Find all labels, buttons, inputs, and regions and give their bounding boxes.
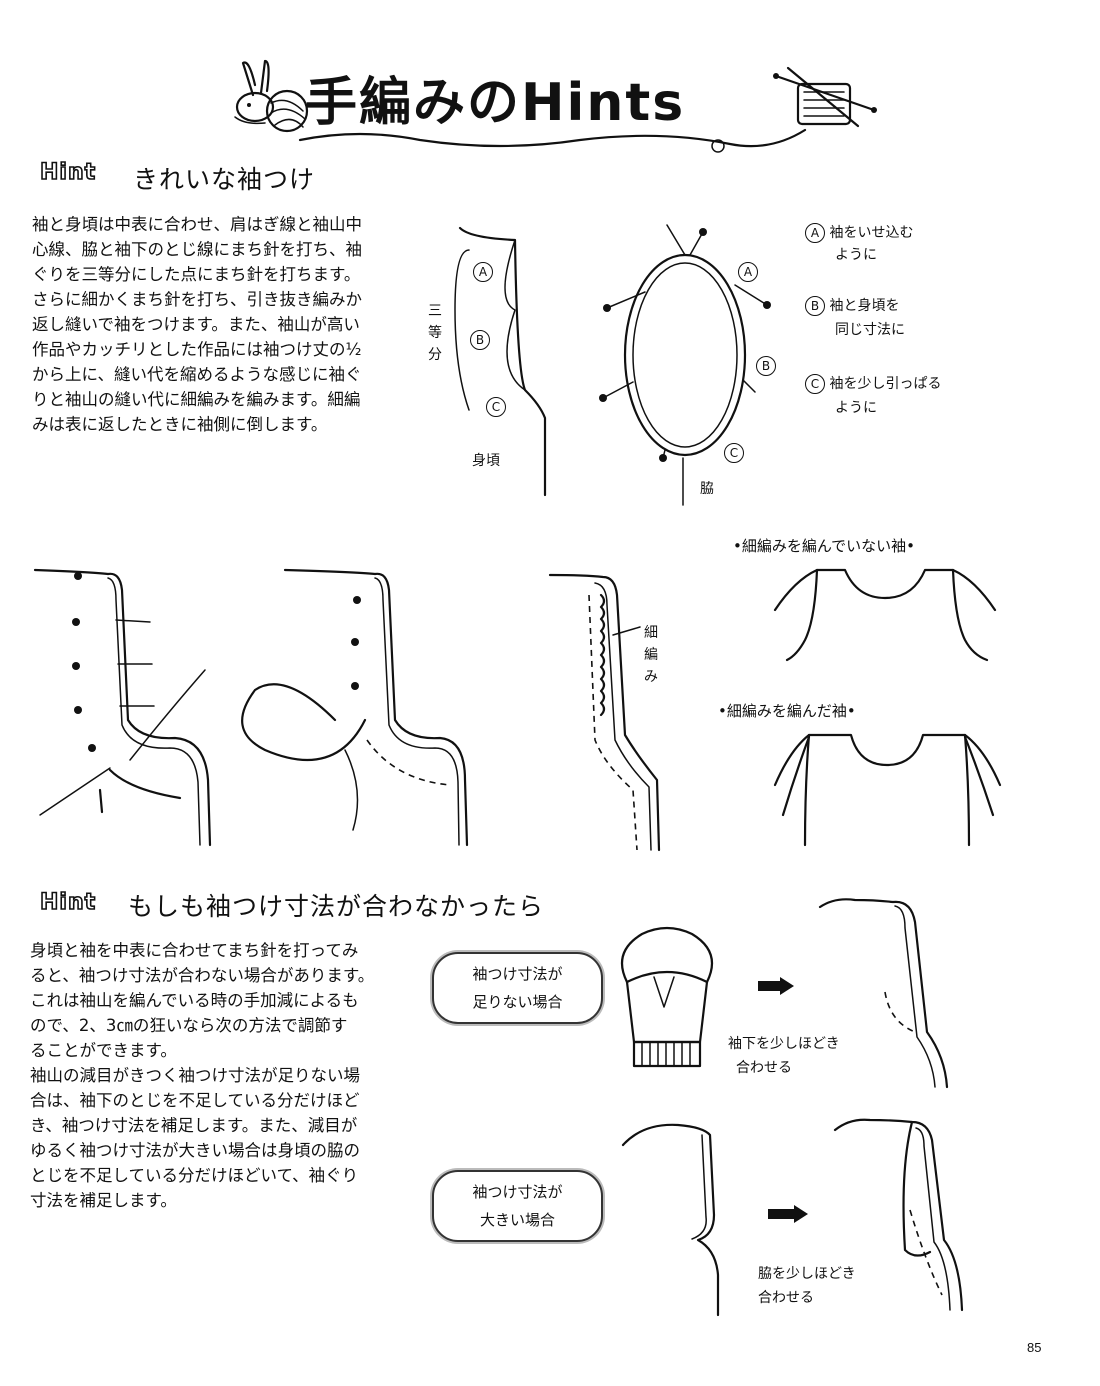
section2-body: 身頃と袖を中表に合わせてまち針を打ってみ ると、袖つけ寸法が合わない場合がありま…: [30, 938, 430, 1213]
knitting-needles-icon: [768, 66, 883, 136]
section-title: きれいな袖つけ: [133, 160, 315, 196]
body-line: ので、2、3㎝の狂いなら次の方法で調節す: [30, 1013, 430, 1038]
single-crochet-label: 細編み: [644, 622, 662, 688]
legend-b: B 袖と身頃を 同じ寸法に: [805, 294, 905, 342]
body-line: これは袖山を編んでいる時の手加減によるも: [30, 988, 430, 1013]
body-line: 袖山の減目がきつく袖つけ寸法が足りない場: [30, 1063, 430, 1088]
vertical-label: 三等分: [428, 300, 444, 366]
shirt-without-sc: [775, 560, 995, 690]
legend-c: C 袖を少し引っぱる ように: [805, 372, 941, 420]
armhole-thirds-diagram: [425, 220, 575, 500]
shirt-with-sc: [775, 725, 1000, 855]
case2-bodice-diagram: [618, 1115, 728, 1315]
body-line: とじを不足している分だけほどいて、袖ぐり: [30, 1163, 430, 1188]
sleeve-cap-diagram: [612, 922, 722, 1072]
case2-pill: 袖つけ寸法が 大きい場合: [432, 1170, 603, 1242]
mark-c: C: [486, 397, 506, 417]
title-underline-yarn: [300, 118, 820, 158]
body-line: 身頃と袖を中表に合わせてまち針を打ってみ: [30, 938, 430, 963]
case2-note: 脇を少しほどき 合わせる: [758, 1262, 856, 1310]
body-line: 返し縫いで袖をつけます。また、袖山が高い: [32, 312, 422, 337]
body-line: さらに細かくまち針を打ち、引き抜き編みか: [32, 287, 422, 312]
compare-with-label: •細編みを編んだ袖•: [718, 700, 856, 721]
body-line: 作品やカッチリとした作品には袖つけ丈の½: [32, 337, 422, 362]
case1-pill: 袖つけ寸法が 足りない場合: [432, 952, 603, 1024]
body-line: 心線、脇と袖下のとじ線にまち針を打ち、袖: [32, 237, 422, 262]
hint-badge: Hint: [40, 160, 96, 185]
step1-crochet-diagram: [30, 560, 220, 850]
side-label: 脇: [700, 478, 714, 498]
mark-a: A: [473, 262, 493, 282]
step2-stitch-diagram: [225, 560, 475, 850]
hint-badge: Hint: [40, 890, 96, 915]
body-line: き、袖つけ寸法を補足します。また、減目が: [30, 1113, 430, 1138]
section-title: もしも袖つけ寸法が合わなかったら: [128, 887, 544, 923]
mark-b: B: [470, 330, 490, 350]
page-number: 85: [1027, 1340, 1041, 1355]
arrow-right-icon: [768, 1205, 808, 1223]
body-line: みは表に返したときに袖側に倒します。: [32, 412, 422, 437]
body-line: ることができます。: [30, 1038, 430, 1063]
mark-a: A: [738, 262, 758, 282]
body-line: から上に、縫い代を縮めるような感じに袖ぐ: [32, 362, 422, 387]
step3-single-crochet-diagram: [545, 565, 675, 855]
compare-without-label: •細編みを編んでいない袖•: [733, 535, 915, 556]
arrow-right-icon: [758, 977, 794, 995]
section1-body: 袖と身頃は中表に合わせ、肩はぎ線と袖山中 心線、脇と袖下のとじ線にまち針を打ち、…: [32, 212, 422, 437]
bodice-label: 身頃: [472, 450, 500, 470]
body-line: ると、袖つけ寸法が合わない場合があります。: [30, 963, 430, 988]
body-line: 袖と身頃は中表に合わせ、肩はぎ線と袖山中: [32, 212, 422, 237]
legend-a: A 袖をいせ込む ように: [805, 222, 913, 266]
case1-note: 袖下を少しほどき 合わせる: [728, 1032, 840, 1080]
body-line: 合は、袖下のとじを不足している分だけほど: [30, 1088, 430, 1113]
body-line: りと袖山の縫い代に細編みを編みます。細編: [32, 387, 422, 412]
body-line: 寸法を補足します。: [30, 1188, 430, 1213]
mark-b: B: [756, 356, 776, 376]
body-line: ぐりを三等分にした点にまち針を打ちます。: [32, 262, 422, 287]
body-line: ゆるく袖つけ寸法が大きい場合は身頃の脇の: [30, 1138, 430, 1163]
mark-c: C: [724, 443, 744, 463]
